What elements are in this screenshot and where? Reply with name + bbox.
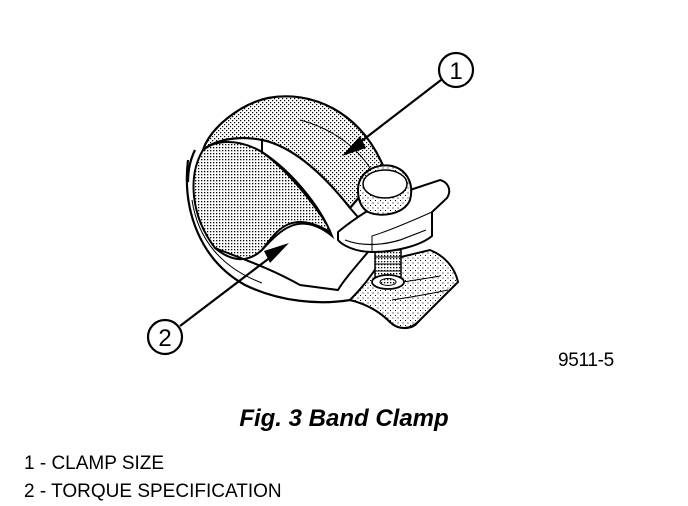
drawing-number: 9511-5 (558, 350, 614, 371)
band-top-surface (200, 95, 386, 210)
callout-legend: 1 - CLAMP SIZE 2 - TORQUE SPECIFICATION (24, 450, 282, 506)
callout-2: 2 (146, 243, 289, 356)
band-clamp-illustration: 1 2 (146, 51, 475, 356)
callout-2-number: 2 (158, 325, 171, 352)
lower-flange (348, 248, 460, 329)
legend-item-1: 1 - CLAMP SIZE (24, 453, 165, 474)
callout-1: 1 (342, 51, 475, 156)
figure-caption: Fig. 3 Band Clamp (239, 405, 449, 432)
band-outer-face (214, 138, 380, 292)
callout-1-number: 1 (449, 58, 462, 85)
bolt-thread (371, 249, 405, 290)
legend-item-2: 2 - TORQUE SPECIFICATION (24, 481, 282, 502)
bolt-head (356, 164, 413, 216)
